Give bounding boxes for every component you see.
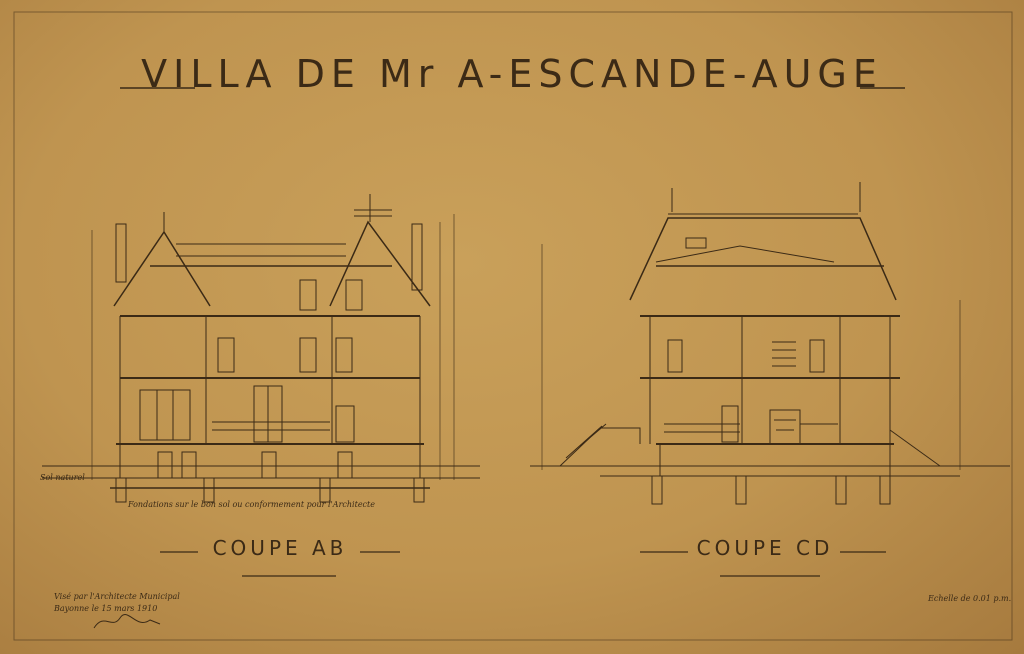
section-cd-label: COUPE CD [696, 536, 834, 560]
section-cd-building [530, 182, 1010, 505]
section-ab-building [42, 194, 480, 503]
drawing-title: VILLA DE Mr A-ESCANDE-AUGE [141, 52, 883, 96]
ground-level-label: Sol naturel [40, 473, 85, 482]
approval-note-line2: Bayonne le 15 mars 1910 [54, 604, 158, 613]
foundation-note: Fondations sur le bon sol ou conformemen… [128, 500, 375, 509]
signature-mark [93, 614, 161, 629]
scale-note: Echelle de 0.01 p.m. [928, 594, 1012, 603]
section-ab-label: COUPE AB [212, 536, 348, 560]
approval-note-line1: Visé par l'Architecte Municipal [54, 592, 180, 601]
